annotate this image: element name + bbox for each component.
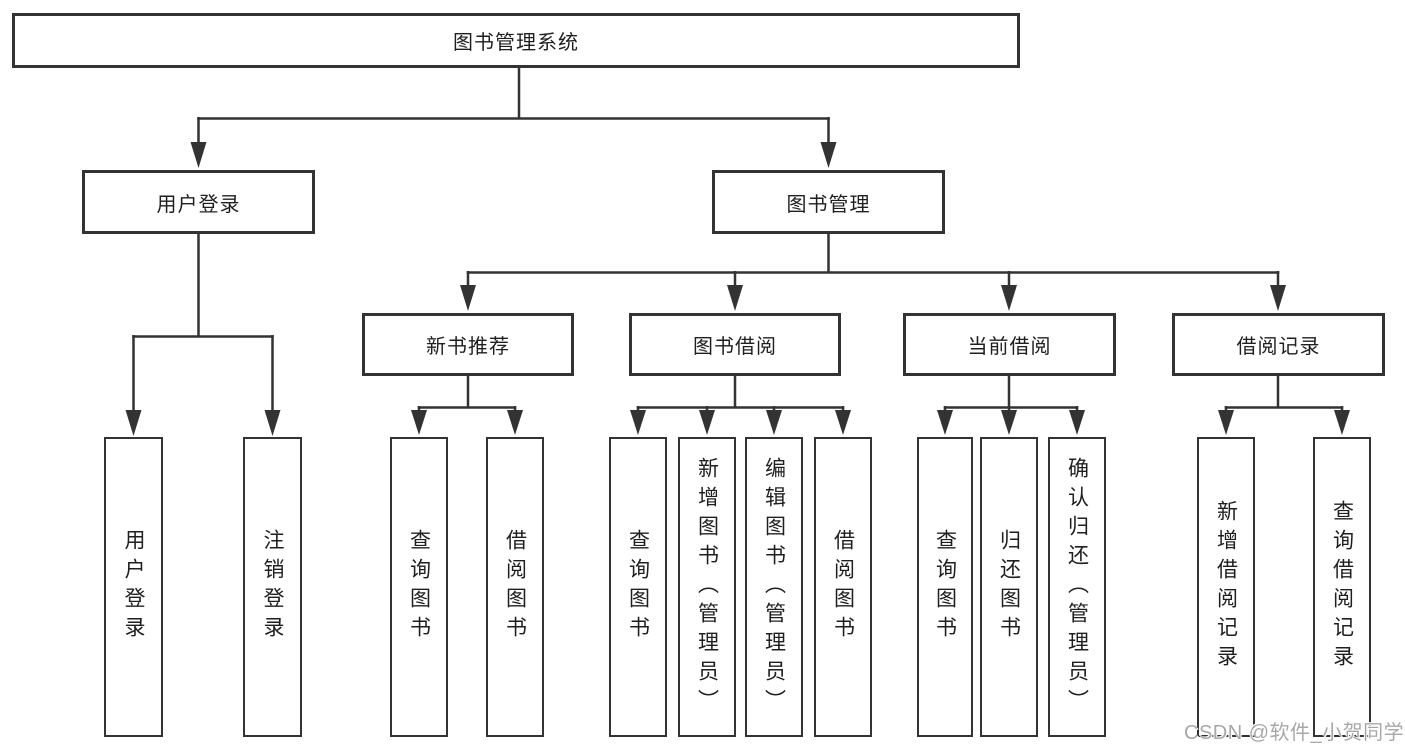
connector-records-to-leaves — [1218, 376, 1350, 435]
leaf-logout: 注销登录 — [243, 437, 302, 737]
connector-root-to-level2 — [190, 68, 837, 168]
arrow-down-icon — [1069, 410, 1085, 435]
leaf-add-borrow-record: 新增借阅记录 — [1197, 437, 1255, 737]
arrow-down-icon — [1270, 285, 1286, 311]
arrow-down-icon — [507, 410, 523, 435]
leaf-label: 借阅图书 — [831, 529, 855, 645]
arrow-down-icon — [460, 285, 476, 311]
leaf-query-books: 查询图书 — [390, 437, 448, 737]
connector-recommend-to-leaves — [411, 376, 523, 435]
leaf-label: 查询图书 — [407, 529, 431, 645]
connector-borrowmgmt-to-leaves — [630, 376, 851, 435]
leaf-label: 新增借阅记录 — [1214, 500, 1238, 674]
arrow-down-icon — [1334, 410, 1350, 435]
leaf-label: 编辑图书（管理员） — [762, 456, 786, 718]
arrow-down-icon — [1001, 410, 1017, 435]
leaf-label: 查询图书 — [933, 529, 957, 645]
node-library-system: 图书管理系统 — [12, 13, 1020, 68]
leaf-confirm-return-admin: 确认归还（管理员） — [1048, 437, 1106, 737]
node-user-login: 用户登录 — [82, 170, 315, 234]
connector-login-to-leaves — [125, 234, 281, 436]
leaf-label: 用户登录 — [122, 529, 145, 645]
leaf-borrow-books: 借阅图书 — [486, 437, 544, 737]
arrow-down-icon — [190, 142, 207, 168]
leaf-query-books: 查询图书 — [609, 437, 667, 737]
arrow-down-icon — [264, 410, 281, 436]
arrow-down-icon — [835, 410, 851, 435]
arrow-down-icon — [766, 410, 782, 435]
node-book-management: 图书管理 — [712, 170, 945, 234]
arrow-down-icon — [937, 410, 953, 435]
arrow-down-icon — [820, 142, 837, 168]
connector-current-to-leaves — [937, 376, 1085, 435]
leaf-label: 注销登录 — [261, 529, 284, 645]
leaf-user-login: 用户登录 — [104, 437, 163, 737]
connector-mgmt-to-level3 — [460, 234, 1286, 311]
node-current-borrowing: 当前借阅 — [903, 313, 1116, 376]
arrow-down-icon — [1218, 410, 1234, 435]
arrow-down-icon — [630, 410, 646, 435]
leaf-return-books: 归还图书 — [980, 437, 1038, 737]
leaf-label: 查询图书 — [626, 529, 650, 645]
leaf-label: 归还图书 — [997, 529, 1021, 645]
leaf-borrow-books: 借阅图书 — [814, 437, 872, 737]
leaf-query-borrow-record: 查询借阅记录 — [1313, 437, 1371, 737]
node-book-borrowing: 图书借阅 — [629, 313, 841, 376]
leaf-label: 借阅图书 — [503, 529, 527, 645]
arrow-down-icon — [699, 410, 715, 435]
arrow-down-icon — [411, 410, 427, 435]
leaf-label: 查询借阅记录 — [1330, 500, 1354, 674]
csdn-watermark: CSDN @软件_小贺同学 — [1184, 722, 1405, 744]
leaf-add-book-admin: 新增图书（管理员） — [678, 437, 736, 737]
leaf-query-books: 查询图书 — [917, 437, 973, 737]
arrow-down-icon — [727, 285, 743, 311]
arrow-down-icon — [125, 410, 142, 436]
leaf-label: 新增图书（管理员） — [695, 456, 719, 718]
arrow-down-icon — [1001, 285, 1017, 311]
leaf-edit-book-admin: 编辑图书（管理员） — [745, 437, 803, 737]
node-new-book-recommend: 新书推荐 — [362, 313, 574, 376]
leaf-label: 确认归还（管理员） — [1065, 456, 1089, 718]
node-borrowing-records: 借阅记录 — [1172, 313, 1385, 376]
